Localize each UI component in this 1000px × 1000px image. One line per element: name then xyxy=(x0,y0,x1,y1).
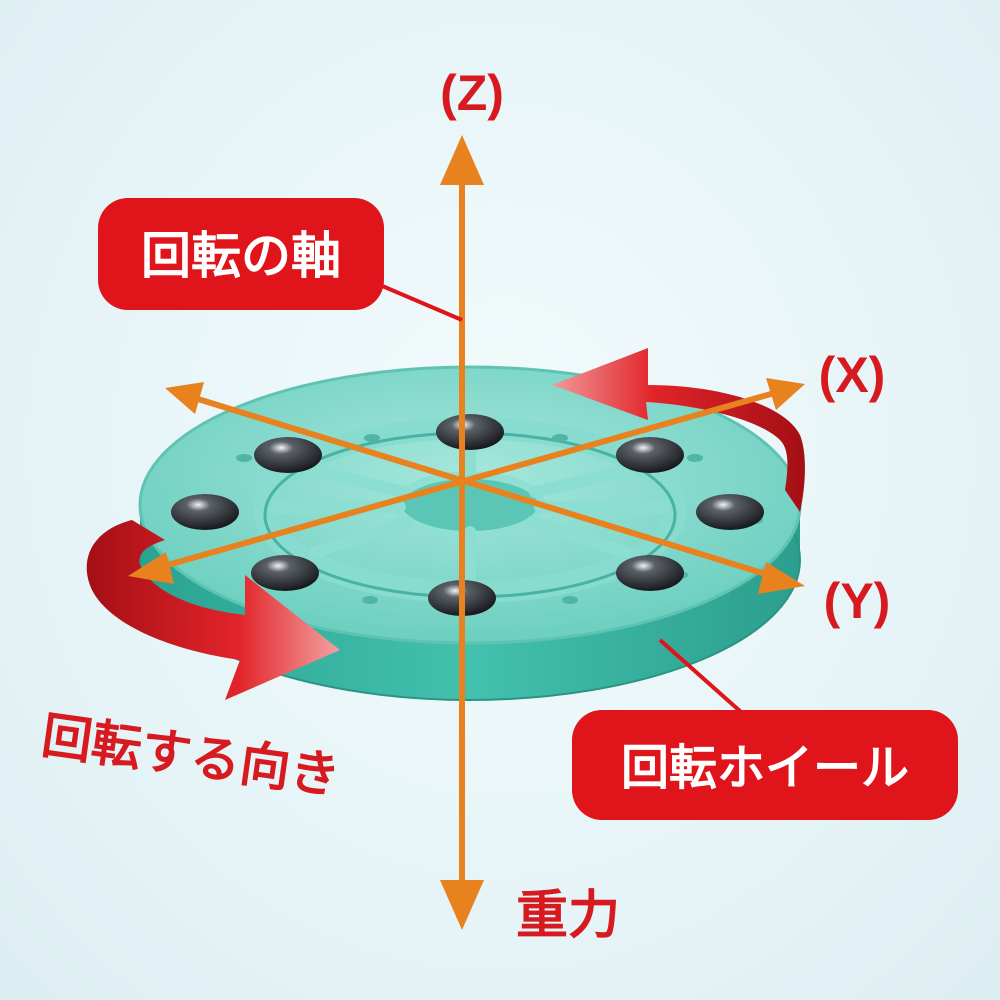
rotation-axis-label: 回転の軸 xyxy=(141,227,341,285)
wheel-balls xyxy=(171,414,764,616)
rotation-arrow-left xyxy=(86,520,340,700)
rotation-axis-pointer xyxy=(379,283,463,322)
rotation-wheel-callout xyxy=(572,710,958,820)
rotation-wheel-label: 回転ホイール xyxy=(621,740,909,796)
x-axis-right-arrowhead xyxy=(766,378,805,410)
axis-arrowheads xyxy=(128,135,805,930)
x-axis-left-arrowhead xyxy=(128,552,174,584)
axes xyxy=(147,157,788,908)
y-axis xyxy=(182,392,788,583)
y-axis-right-arrowhead xyxy=(758,562,805,594)
gravity-label: 重力 xyxy=(516,886,620,946)
y-axis-left-arrowhead xyxy=(165,382,204,414)
z-axis-up-arrowhead xyxy=(440,135,484,185)
y-axis-label: (Y) xyxy=(824,573,891,629)
rotation-direction-label: 回転する向き xyxy=(38,706,343,805)
x-axis-label: (X) xyxy=(819,347,886,403)
z-axis-label: (Z) xyxy=(440,65,504,121)
rotation-wheel-pointer xyxy=(658,638,752,722)
rotation-axis-callout xyxy=(98,198,384,310)
z-axis-down-arrowhead xyxy=(440,880,484,930)
rotation-arrow-right xyxy=(552,348,805,512)
